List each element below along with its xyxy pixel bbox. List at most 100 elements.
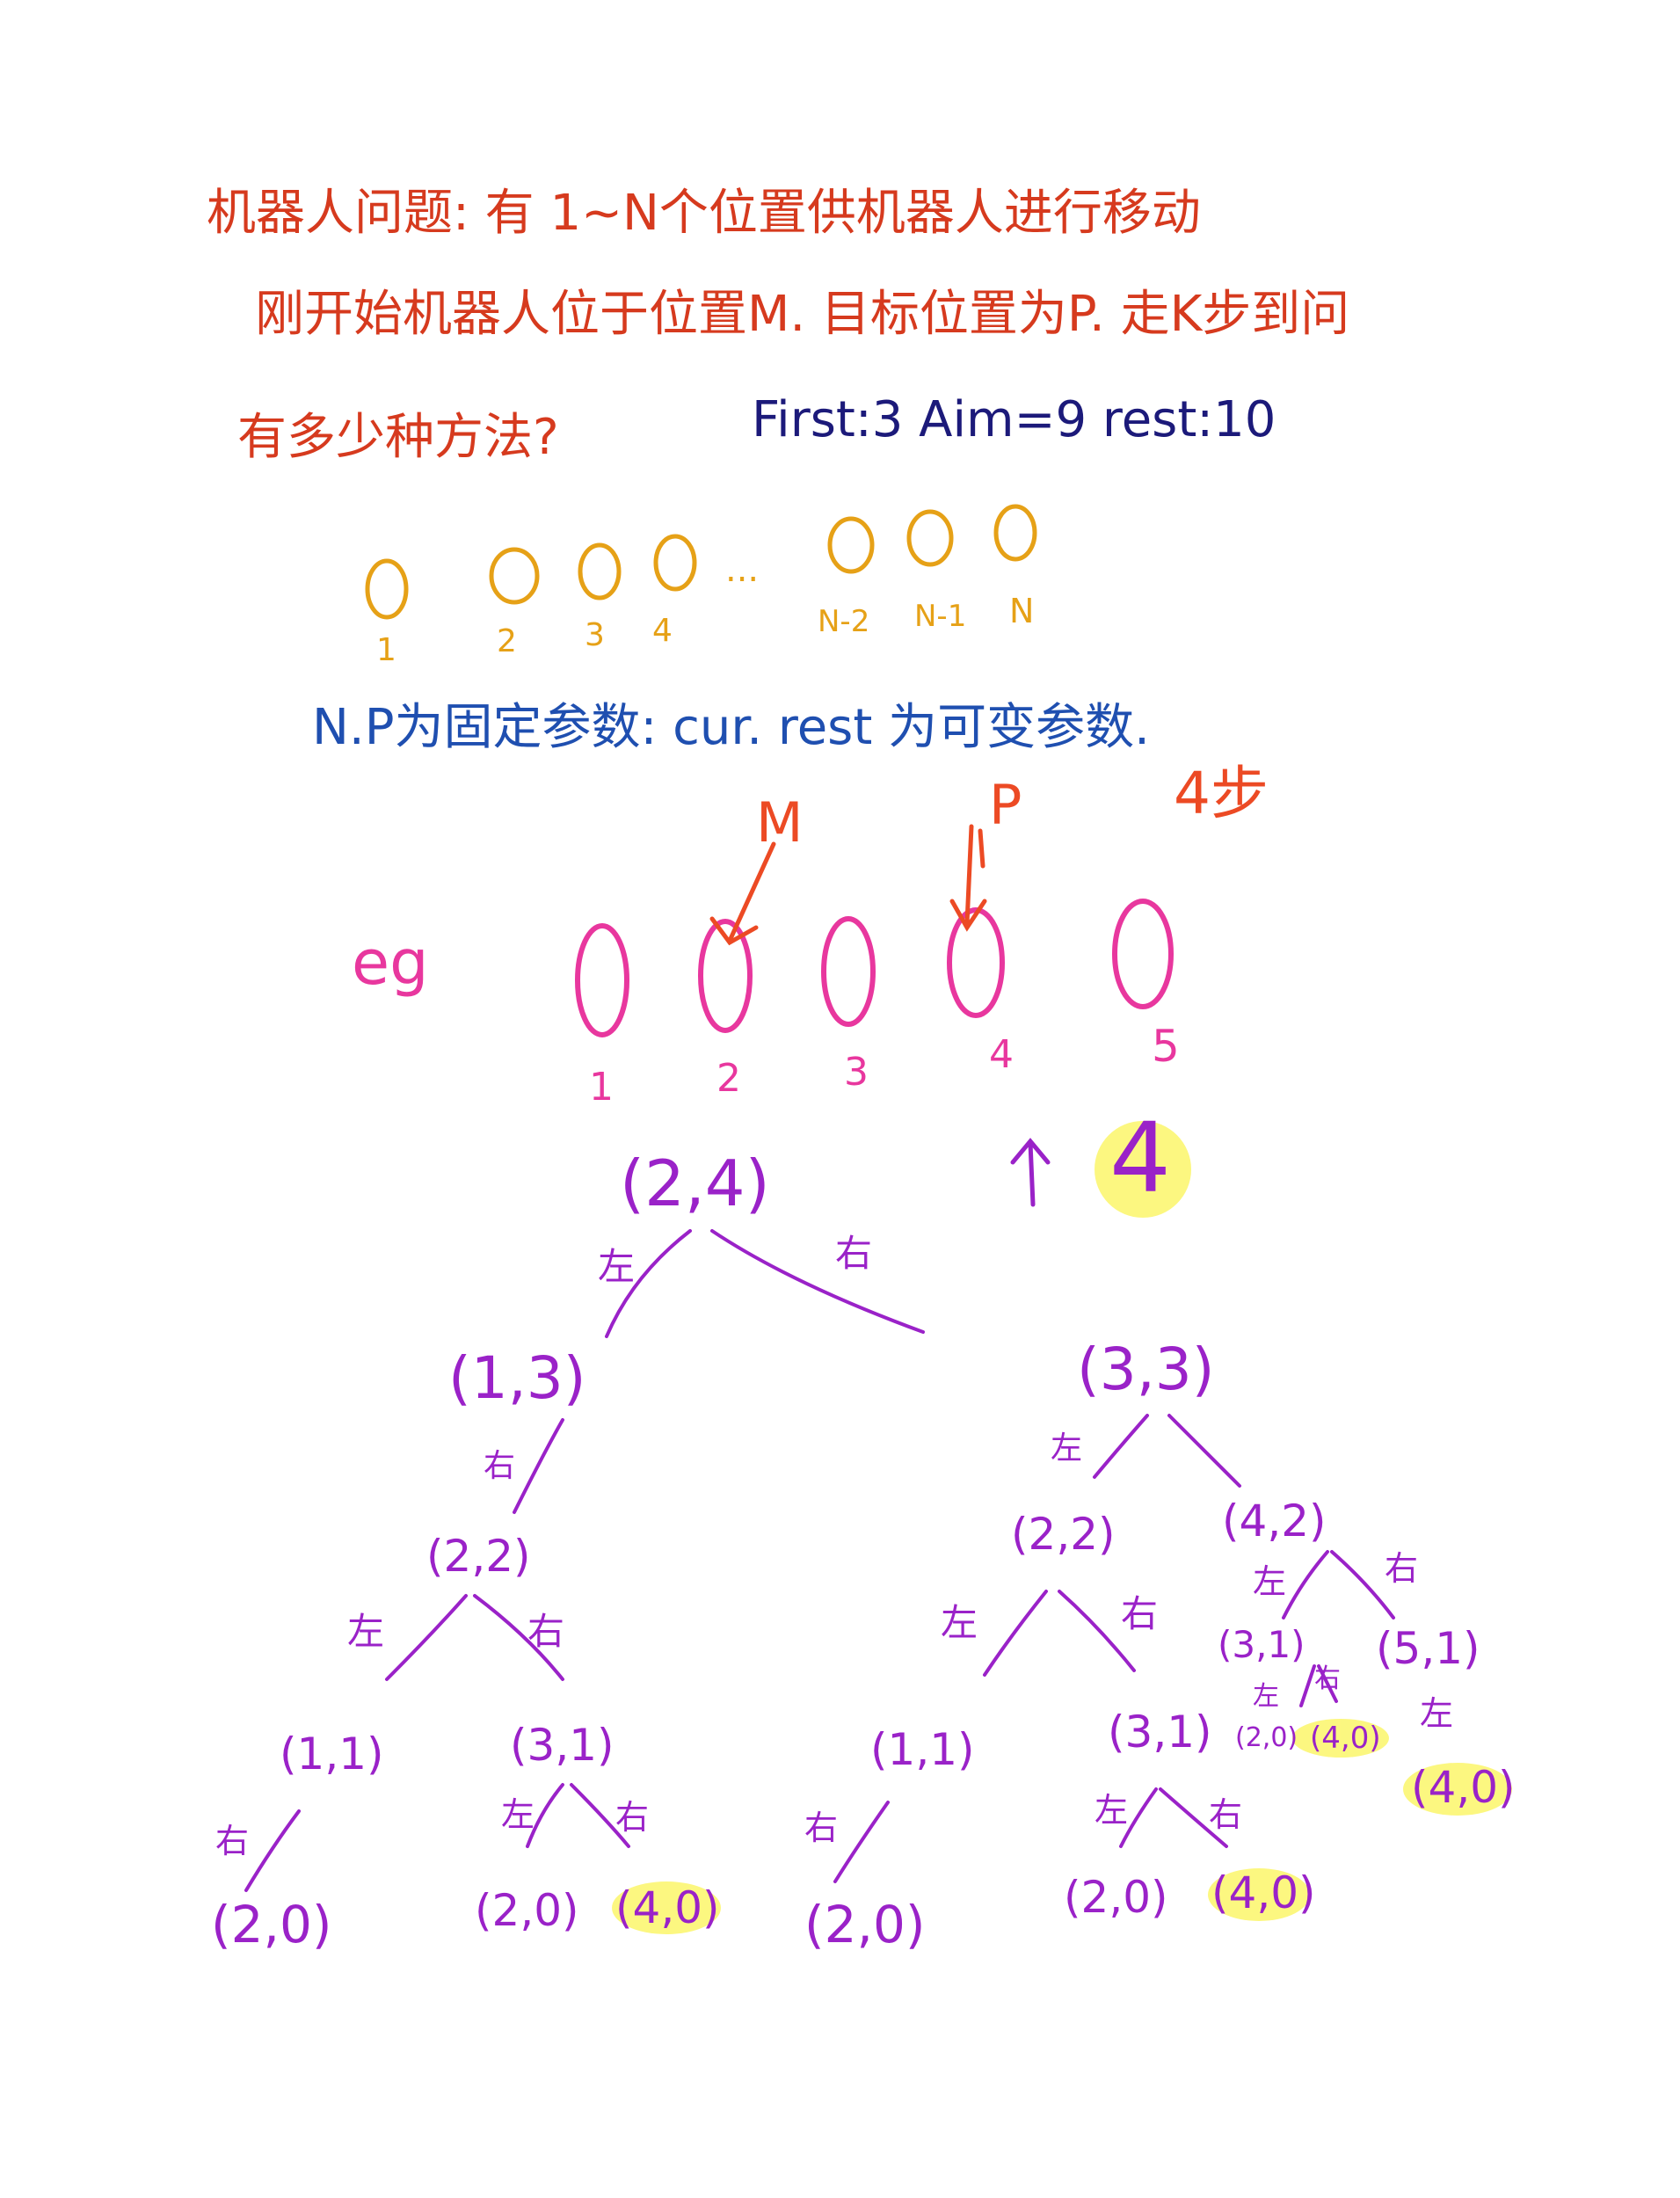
node-2-2-b: (2,2) bbox=[1011, 1509, 1116, 1560]
label-13-right: 右 bbox=[484, 1448, 516, 1484]
edge-31c-children bbox=[1299, 1664, 1338, 1707]
leaf-2-0-a: (2,0) bbox=[211, 1895, 332, 1954]
eg-label-4: 4 bbox=[989, 1032, 1014, 1077]
label-42-left: 左 bbox=[1253, 1562, 1287, 1601]
pos-circle-4 bbox=[653, 534, 697, 592]
params-note: N.P为固定参数: cur. rest 为可变参数. bbox=[312, 699, 1150, 756]
label-11a-right: 右 bbox=[215, 1822, 250, 1860]
edge-31a-right bbox=[570, 1783, 630, 1848]
eg-circle-2 bbox=[698, 919, 753, 1033]
leaf-2-0-e: (2,0) bbox=[1235, 1722, 1298, 1753]
highlight-40-far bbox=[1403, 1763, 1512, 1816]
label-22b-left: 左 bbox=[941, 1601, 978, 1644]
pos-circle-n1 bbox=[906, 509, 954, 567]
pos-circle-n2 bbox=[827, 516, 875, 574]
problem-line-3: 有多少种方法? bbox=[237, 409, 559, 466]
node-3-1-a: (3,1) bbox=[510, 1720, 615, 1771]
label-42-right: 右 bbox=[1385, 1549, 1419, 1588]
edge-root-left bbox=[605, 1229, 692, 1338]
edge-22b-right bbox=[1058, 1590, 1136, 1672]
positions-circles bbox=[365, 504, 1037, 620]
up-arrow bbox=[1010, 1138, 1051, 1207]
pos-label-2: 2 bbox=[497, 623, 517, 659]
pos-label-3: 3 bbox=[585, 617, 605, 653]
edge-42-right bbox=[1330, 1550, 1395, 1619]
eg-label-1: 1 bbox=[589, 1065, 614, 1110]
pos-label-4: 4 bbox=[652, 613, 673, 649]
label-22a-left: 左 bbox=[347, 1610, 385, 1653]
label-11b-right: 右 bbox=[804, 1809, 839, 1847]
edge-31b-left bbox=[1119, 1787, 1158, 1848]
label-31b-right: 右 bbox=[1209, 1795, 1243, 1834]
highlights bbox=[612, 1121, 1512, 1934]
label-31a-right: 右 bbox=[615, 1798, 650, 1837]
arrow-p bbox=[949, 824, 987, 932]
tree-root: (2,4) bbox=[620, 1146, 770, 1220]
example-circles bbox=[575, 899, 1174, 1037]
eg-label: eg bbox=[352, 927, 429, 999]
edge-22b-left bbox=[983, 1590, 1048, 1677]
node-4-2: (4,2) bbox=[1222, 1496, 1327, 1547]
marker-p: P bbox=[989, 773, 1022, 837]
leaf-4-0-d: (4,0) bbox=[1411, 1762, 1516, 1813]
label-31c-right: 右 bbox=[1314, 1663, 1341, 1694]
eg-circle-3 bbox=[821, 916, 876, 1027]
branch-left-label: 左 bbox=[598, 1245, 636, 1288]
edge-31b-right bbox=[1159, 1787, 1228, 1848]
eg-circle-5 bbox=[1112, 899, 1174, 1009]
highlight-40-left bbox=[612, 1881, 721, 1934]
edge-33-left bbox=[1093, 1414, 1149, 1479]
label-31b-left: 左 bbox=[1095, 1791, 1129, 1830]
problem-line-1: 机器人问题: 有 1~N个位置供机器人进行移动 bbox=[207, 185, 1201, 242]
pos-label-n: N bbox=[1009, 592, 1035, 630]
edge-11b-right bbox=[833, 1801, 890, 1883]
node-3-1-c: (3,1) bbox=[1218, 1623, 1305, 1666]
label-31c-left: 左 bbox=[1253, 1681, 1279, 1712]
leaf-2-0-c: (2,0) bbox=[804, 1895, 926, 1954]
edge-22a-left bbox=[385, 1594, 468, 1681]
problem-line-2: 刚开始机器人位于位置M. 目标位置为P. 走K步到问 bbox=[255, 286, 1350, 343]
pos-label-n2: N-2 bbox=[818, 604, 870, 639]
node-3-1-b: (3,1) bbox=[1108, 1707, 1212, 1758]
node-1-3: (1,3) bbox=[448, 1344, 586, 1412]
node-1-1-b: (1,1) bbox=[870, 1724, 975, 1775]
label-33-left: 左 bbox=[1051, 1430, 1083, 1467]
pos-circle-1 bbox=[365, 558, 409, 620]
highlight-40-right bbox=[1208, 1868, 1310, 1921]
pos-circle-3 bbox=[578, 542, 622, 600]
leaf-2-0-b: (2,0) bbox=[475, 1885, 579, 1936]
pos-circle-n bbox=[993, 504, 1037, 562]
branch-right-label: 右 bbox=[835, 1232, 873, 1275]
leaf-4-0-b: (4,0) bbox=[1211, 1867, 1316, 1918]
highlight-count: 4 bbox=[1109, 1102, 1171, 1214]
leaf-4-0-c: (4,0) bbox=[1310, 1721, 1381, 1756]
edge-22a-right bbox=[473, 1594, 564, 1681]
highlight-40-mid bbox=[1292, 1719, 1389, 1758]
arrow-m bbox=[709, 841, 776, 946]
leaf-2-0-d: (2,0) bbox=[1064, 1872, 1168, 1923]
edge-root-right bbox=[710, 1229, 925, 1334]
label-51-left: 左 bbox=[1420, 1694, 1454, 1733]
pos-label-n1: N-1 bbox=[914, 599, 967, 634]
leaf-4-0-a: (4,0) bbox=[615, 1882, 720, 1933]
edge-11a-right bbox=[244, 1809, 301, 1892]
edge-13-right bbox=[513, 1418, 564, 1514]
marker-arrows bbox=[709, 824, 987, 946]
pos-ellipsis: ... bbox=[725, 550, 760, 590]
steps-label: 4步 bbox=[1174, 760, 1269, 827]
label-31a-left: 左 bbox=[501, 1795, 535, 1834]
tree-edges bbox=[244, 1229, 1395, 1892]
node-2-2-a: (2,2) bbox=[426, 1531, 531, 1582]
eg-circle-1 bbox=[575, 923, 629, 1037]
eg-label-2: 2 bbox=[716, 1056, 741, 1101]
eg-circle-4 bbox=[947, 907, 1005, 1018]
node-5-1: (5,1) bbox=[1376, 1623, 1480, 1674]
node-1-1-a: (1,1) bbox=[280, 1729, 384, 1780]
eg-label-3: 3 bbox=[844, 1050, 869, 1095]
edge-31a-left bbox=[526, 1783, 564, 1848]
edge-42-left bbox=[1282, 1550, 1329, 1619]
eg-label-5: 5 bbox=[1152, 1021, 1180, 1072]
label-22a-right: 右 bbox=[527, 1610, 565, 1653]
